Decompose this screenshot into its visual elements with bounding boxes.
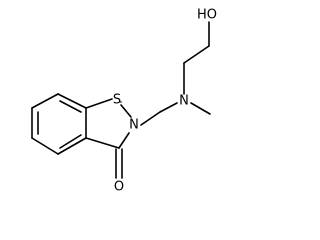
bond-b2-b3: [57, 93, 87, 109]
bond-namine-methyl: [190, 102, 211, 115]
carbonyl-oxygen-label: O: [114, 180, 124, 195]
bond-ch2-ch2: [183, 45, 210, 64]
bond-inner-3: [59, 134, 82, 149]
bond-b4-b5: [57, 137, 87, 155]
bond-c3-c3a: [85, 137, 120, 149]
ring-sulfur-label: S: [113, 93, 121, 108]
side-chain: [140, 21, 211, 126]
bond-n-c3: [118, 132, 130, 149]
atom-labels: HO N S N O: [113, 8, 217, 195]
bond-ch2-namine: [159, 102, 178, 113]
bond-inner-2: [59, 100, 82, 113]
bond-s-n: [120, 104, 132, 118]
amine-nitrogen-label: N: [179, 94, 189, 109]
molecule-diagram: HO N S N O: [31, 8, 217, 195]
benzene-ring: [31, 93, 87, 155]
bond-c7a-s: [85, 98, 113, 109]
bond-b1-b2: [31, 93, 59, 109]
structure-canvas: HO N S N O: [31, 8, 217, 195]
bond-n-ch2: [140, 111, 161, 126]
hydroxyl-label: HO: [197, 8, 217, 23]
ring-nitrogen-label: N: [129, 118, 139, 133]
isothiazolone-ring: [85, 98, 132, 179]
bond-b5-b6: [31, 137, 59, 155]
